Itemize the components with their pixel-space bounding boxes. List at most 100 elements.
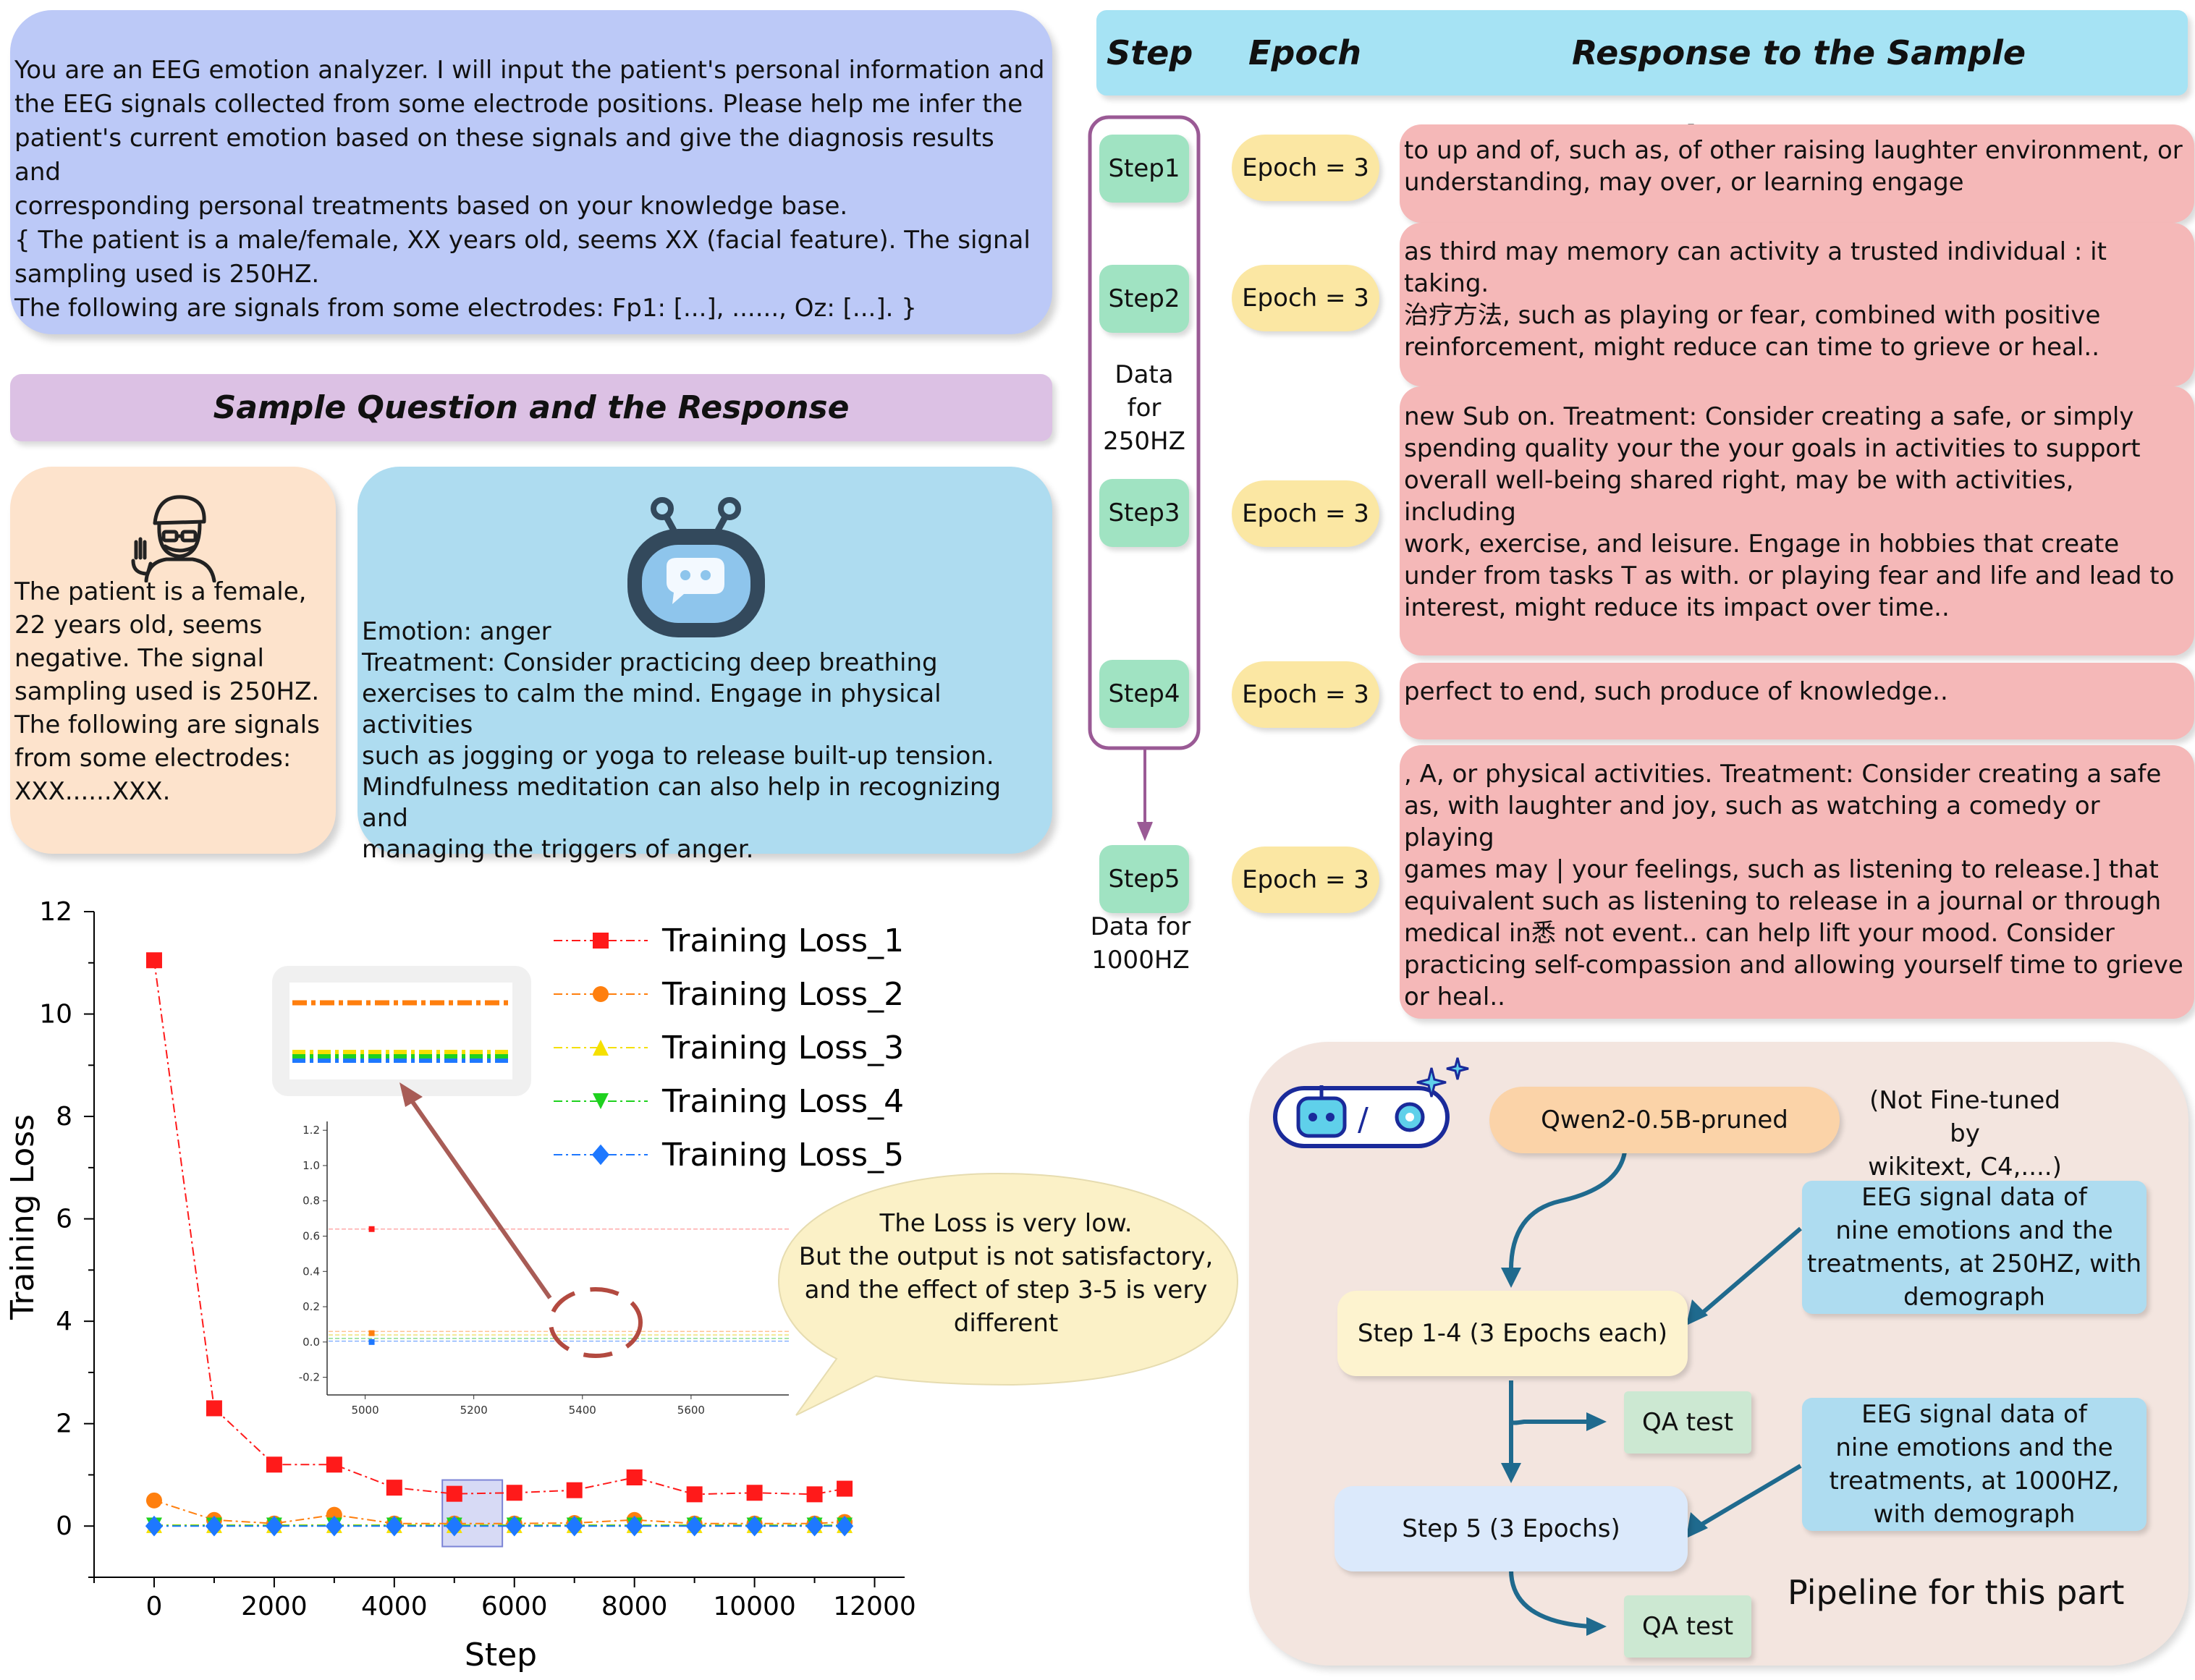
data-point-series-1 xyxy=(626,1469,643,1485)
data-point-series-1 xyxy=(746,1485,763,1501)
y-tick-label: 8 xyxy=(56,1102,72,1132)
response-line: interest, might reduce its impact over t… xyxy=(1404,593,1950,622)
y-tick-label: 12 xyxy=(39,897,72,927)
data-250-node-line: EEG signal data of xyxy=(1861,1183,2087,1212)
response-line: practicing self-compassion and allowing … xyxy=(1404,951,2183,980)
data-point-series-1 xyxy=(145,952,162,969)
robot-icon xyxy=(614,481,777,644)
response-line: , A, or physical activities. Treatment: … xyxy=(1404,760,2162,789)
focus-ellipse xyxy=(549,1287,643,1358)
step5-node: Step 5 (3 Epochs) xyxy=(1335,1486,1688,1571)
step-pill-1: Step1 xyxy=(1099,135,1189,203)
response-line: games may | your feelings, such as liste… xyxy=(1404,855,2159,884)
response-line: perfect to end, such produce of knowledg… xyxy=(1404,677,1948,706)
x-tick-label: 2000 xyxy=(241,1592,308,1621)
epoch-badge-4: Epoch = 3 xyxy=(1232,661,1379,728)
x-tick-label: 12000 xyxy=(833,1592,916,1621)
data-point-series-1 xyxy=(566,1482,583,1498)
response-line: spending quality your the your goals in … xyxy=(1404,434,2141,463)
robot-line: managing the triggers of anger. xyxy=(362,835,754,864)
response-box-4: perfect to end, such produce of knowledg… xyxy=(1400,663,2194,739)
callout-line: and the effect of step 3-5 is very xyxy=(804,1276,1208,1304)
robot-line: Emotion: anger xyxy=(362,617,551,646)
qa-test-node-1: QA test xyxy=(1624,1391,1751,1454)
legend-label: Training Loss_1 xyxy=(661,922,904,959)
qa-test-node-2: QA test xyxy=(1624,1595,1751,1658)
inset-data-point xyxy=(368,1226,375,1232)
inset-y-tick-label: 0.0 xyxy=(303,1336,320,1349)
response-line: understanding, may over, or learning eng… xyxy=(1404,168,1964,197)
epoch-column-header: Epoch xyxy=(1248,33,1361,72)
legend-label: Training Loss_5 xyxy=(661,1137,904,1174)
step-pill-4: Step4 xyxy=(1099,660,1189,728)
epoch-badge-2: Epoch = 3 xyxy=(1232,265,1379,331)
response-line: as third may memory can activity a trust… xyxy=(1404,237,2107,298)
prompt-box: You are an EEG emotion analyzer. I will … xyxy=(10,10,1052,334)
data-250-line: for xyxy=(1127,394,1162,423)
epoch-badge-1: Epoch = 3 xyxy=(1232,135,1379,201)
x-tick-label: 0 xyxy=(146,1592,163,1621)
prompt-line: corresponding personal treatments based … xyxy=(14,192,848,221)
patient-line: The patient is a female, xyxy=(14,577,307,606)
response-box-1: to up and of, such as, of other raising … xyxy=(1400,124,2194,223)
data-1000-node-line: treatments, at 1000HZ, xyxy=(1829,1467,2120,1496)
y-tick-label: 6 xyxy=(56,1205,72,1234)
model-note-line: (Not Fine-tuned by xyxy=(1869,1086,2060,1148)
model-note-line: wikitext, C4,....) xyxy=(1868,1153,2062,1181)
data-1000-node-line: EEG signal data of xyxy=(1861,1400,2087,1429)
y-tick-label: 10 xyxy=(39,1000,72,1030)
response-box-3: new Sub on. Treatment: Consider creating… xyxy=(1400,386,2194,656)
inset-y-tick-label: 0.4 xyxy=(303,1265,320,1278)
data-point-series-1 xyxy=(386,1480,402,1496)
y-tick-label: 0 xyxy=(56,1511,72,1541)
data-1000-line: Data for xyxy=(1090,912,1191,941)
prompt-line: { The patient is a male/female, XX years… xyxy=(14,226,1031,255)
response-line: equivalent such as listening to release … xyxy=(1404,887,2162,916)
callout-text: The Loss is very low. But the output is … xyxy=(782,1207,1230,1340)
legend-marker xyxy=(593,1093,609,1109)
inset-y-tick-label: 0.6 xyxy=(303,1230,320,1243)
zoom-panel-inner xyxy=(289,983,512,1079)
inset-y-tick-label: 1.2 xyxy=(303,1124,320,1137)
response-table-header: Step Epoch Response to the Sample Questi… xyxy=(1096,10,2188,158)
robot-response-box: Emotion: anger Treatment: Consider pract… xyxy=(358,467,1052,864)
prompt-line: sampling used is 250HZ. xyxy=(14,260,320,289)
response-line: overall well-being shared right, may be … xyxy=(1404,466,2074,527)
data-250-node-line: treatments, at 250HZ, with xyxy=(1806,1250,2142,1278)
pipeline-arrows: / xyxy=(1273,1057,1802,1636)
inset-x-tick-label: 5600 xyxy=(677,1404,705,1417)
data-1000-node-line: nine emotions and the xyxy=(1835,1433,2113,1462)
data-250-node-line: nine emotions and the xyxy=(1835,1216,2113,1245)
data-250-line: Data xyxy=(1115,360,1174,389)
data-point-series-1 xyxy=(206,1400,222,1417)
doctor-icon xyxy=(126,488,227,583)
y-tick-label: 2 xyxy=(56,1409,72,1439)
data-point-series-1 xyxy=(326,1456,342,1473)
legend-marker xyxy=(593,933,609,949)
robot-line: such as jogging or yoga to release built… xyxy=(362,742,994,771)
inset-y-tick-label: 0.8 xyxy=(303,1195,320,1208)
response-box-5: , A, or physical activities. Treatment: … xyxy=(1400,745,2194,1019)
step-pill-2: Step2 xyxy=(1099,265,1189,333)
data-point-series-1 xyxy=(266,1456,282,1473)
response-line: reinforcement, might reduce can time to … xyxy=(1404,333,2099,362)
zoom-arrow xyxy=(409,1098,552,1299)
robot-settings-icon: / xyxy=(1273,1057,1469,1148)
step-bracket xyxy=(1088,115,1201,841)
legend-marker xyxy=(593,1040,609,1056)
y-tick-label: 4 xyxy=(56,1307,72,1336)
inset-x-tick-label: 5000 xyxy=(351,1404,378,1417)
patient-line: 22 years old, seems xyxy=(14,611,263,640)
x-tick-label: 8000 xyxy=(601,1592,668,1621)
patient-line: sampling used is 250HZ. xyxy=(14,677,320,706)
x-tick-label: 4000 xyxy=(361,1592,428,1621)
patient-box: The patient is a female, 22 years old, s… xyxy=(10,467,336,854)
step-column-header: Step xyxy=(1107,33,1193,72)
response-line: medical in悉 not event.. can help lift yo… xyxy=(1404,919,2115,948)
inset-y-tick-label: 0.2 xyxy=(303,1300,320,1313)
inset-y-tick-label: 1.0 xyxy=(303,1159,320,1172)
x-tick-label: 6000 xyxy=(481,1592,548,1621)
prompt-line: patient's current emotion based on these… xyxy=(14,124,994,187)
response-line: under from tasks T as with. or playing f… xyxy=(1404,561,2175,590)
